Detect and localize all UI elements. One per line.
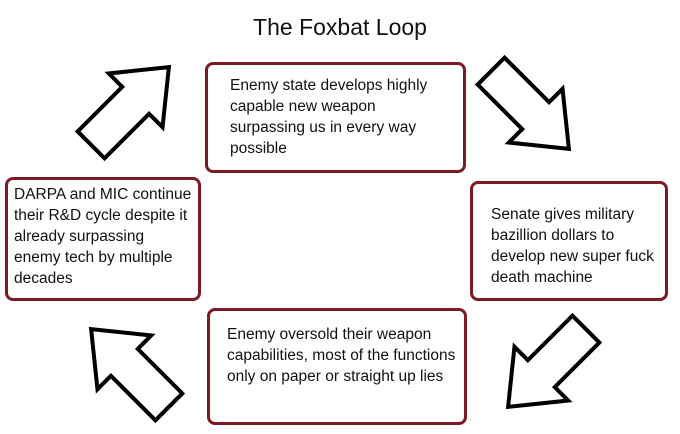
step-box-senate-funds: Senate gives military bazillion dollars … [470, 181, 668, 301]
diagram-title: The Foxbat Loop [253, 14, 427, 40]
step-box-enemy-develops: Enemy state develops highly capable new … [205, 62, 466, 173]
step-box-darpa-continues: DARPA and MIC continue their R&D cycle d… [5, 177, 201, 301]
step-text: Enemy oversold their weapon capabilities… [227, 326, 456, 385]
arrow-up-left-icon [64, 302, 196, 434]
arrow-down-left-icon [481, 302, 613, 434]
step-text: Enemy state develops highly capable new … [230, 77, 428, 157]
step-box-enemy-oversold: Enemy oversold their weapon capabilities… [207, 308, 467, 425]
arrow-down-right-icon [464, 44, 596, 176]
step-text: DARPA and MIC continue their R&D cycle d… [14, 186, 192, 287]
arrow-up-right-icon [64, 40, 196, 172]
step-text: Senate gives military bazillion dollars … [491, 206, 654, 286]
